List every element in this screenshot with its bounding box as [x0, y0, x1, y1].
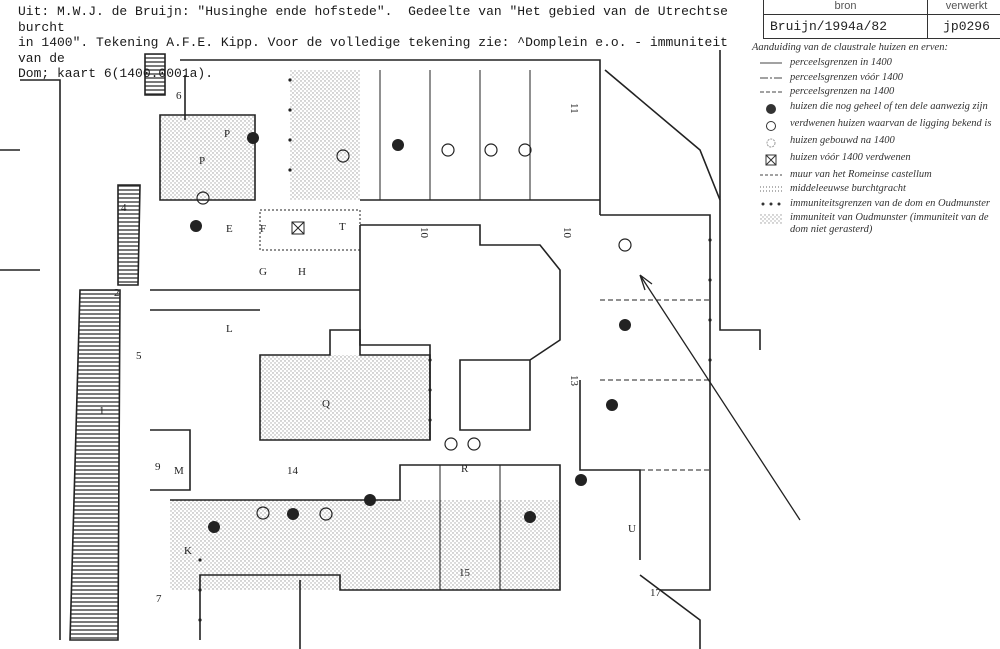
vanished-house [484, 143, 498, 157]
legend-label: immuniteitsgrenzen van de dom en Oudmuns… [790, 197, 990, 209]
map-label: R [461, 463, 469, 475]
dotted-line-icon [752, 183, 790, 193]
existing-house [524, 511, 536, 523]
caption-line: Uit: M.W.J. de Bruijn: "Husinghe ende ho… [18, 4, 736, 35]
crossed-square-icon [752, 152, 790, 166]
map-label: 6 [176, 90, 182, 102]
legend-item: huizen vóór 1400 verdwenen [752, 152, 1000, 166]
existing-house [364, 494, 376, 506]
map-legend: Aanduiding van de claustrale huizen en e… [752, 42, 1000, 238]
flower-icon [752, 135, 790, 149]
oudmunster-immunity [290, 70, 360, 200]
pointer-arrow [639, 274, 801, 521]
map-label: P [199, 155, 205, 167]
open-circle-icon [752, 118, 790, 132]
map-label: G [259, 266, 267, 278]
vanished-house [336, 149, 350, 163]
legend-label: middeleeuwse burchtgracht [790, 183, 906, 194]
map-caption: Uit: M.W.J. de Bruijn: "Husinghe ende ho… [18, 4, 758, 82]
vanished-house [467, 437, 481, 451]
vanished-house [618, 238, 632, 252]
source-table: bron verwerkt Bruijn/1994a/82 jp0296 [763, 0, 1000, 39]
existing-house [606, 399, 618, 411]
source-header: bron [764, 0, 928, 14]
vanished-house [518, 143, 532, 157]
map-label: K [184, 545, 192, 557]
crossed-square-house [291, 221, 305, 235]
map-label: 2 [114, 287, 120, 299]
legend-label: perceelsgrenzen na 1400 [790, 86, 895, 97]
existing-house [208, 521, 220, 533]
vanished-house [444, 437, 458, 451]
map-label: 7 [156, 593, 162, 605]
map-label: L [226, 323, 233, 335]
map-label: 17 [650, 587, 662, 599]
map-label: 10 [561, 227, 573, 239]
map-label: F [260, 223, 266, 235]
caption-line: in 1400". Tekening A.F.E. Kipp. Voor de … [18, 35, 736, 66]
existing-house [190, 220, 202, 232]
map-label: P [224, 128, 230, 140]
map-label: 15 [459, 567, 471, 579]
legend-label: perceelsgrenzen vóór 1400 [790, 71, 903, 83]
legend-item: immuniteitsgrenzen van de dom en Oudmuns… [752, 198, 1000, 210]
houses [190, 132, 632, 533]
existing-house [392, 139, 404, 151]
legend-item: huizen gebouwd na 1400 [752, 135, 1000, 149]
hatched-area-icon [752, 212, 790, 224]
processed-value: jp0296 [943, 19, 990, 34]
legend-label: huizen vóór 1400 verdwenen [790, 151, 911, 163]
vanished-house [441, 143, 455, 157]
map-label: 9 [155, 461, 161, 473]
map-label: 14 [287, 465, 299, 477]
legend-label: verdwenen huizen waarvan de ligging beke… [790, 117, 992, 129]
legend-item: verdwenen huizen waarvan de ligging beke… [752, 118, 1000, 132]
processed-header: verwerkt [945, 0, 988, 12]
legend-label: perceelsgrenzen in 1400 [790, 57, 892, 68]
map-label: S [526, 513, 532, 525]
legend-item: perceelsgrenzen vóór 1400 [752, 72, 1000, 84]
map-label: 1 [99, 405, 105, 417]
vanished-house [196, 191, 210, 205]
legend-item: perceelsgrenzen in 1400 [752, 57, 1000, 69]
legend-item: perceelsgrenzen na 1400 [752, 86, 1000, 98]
existing-house [575, 474, 587, 486]
immunity-dots [198, 78, 712, 622]
source-value: Bruijn/1994a/82 [764, 15, 928, 38]
legend-item: immuniteit van Oudmunster (immuniteit va… [752, 212, 1000, 235]
map-label: 4 [121, 202, 127, 214]
dash-dot-line-icon [752, 72, 790, 82]
legend-item: middeleeuwse burchtgracht [752, 183, 1000, 195]
map-label: E [226, 223, 233, 235]
legend-title: Aanduiding van de claustrale huizen en e… [752, 42, 948, 53]
legend-label: huizen gebouwd na 1400 [790, 134, 895, 146]
legend-label: muur van het Romeinse castellum [790, 168, 932, 180]
caption-line: Dom; kaart 6(1400.0001a). [18, 66, 214, 81]
existing-house [247, 132, 259, 144]
castellum-wall-icon [752, 169, 790, 179]
map-label: U [628, 523, 636, 535]
map-label: T [339, 221, 346, 233]
dashed-line-icon [752, 86, 790, 96]
existing-house [287, 508, 299, 520]
map-labels: 10 10 11 13 14 15 17 P P E F T G H L M Q… [99, 90, 662, 605]
vanished-house [256, 506, 270, 520]
vanished-house [319, 507, 333, 521]
solid-line-icon [752, 57, 790, 67]
canal [69, 289, 121, 641]
map-label: 13 [568, 375, 580, 387]
map-label: M [174, 465, 184, 477]
map-label: Q [322, 398, 330, 410]
filled-circle-icon [752, 101, 790, 115]
dots-icon [752, 198, 790, 208]
legend-item: muur van het Romeinse castellum [752, 169, 1000, 181]
map-label: 5 [136, 350, 142, 362]
map-label: 11 [568, 103, 580, 114]
existing-house [619, 319, 631, 331]
legend-item: huizen die nog geheel of ten dele aanwez… [752, 101, 1000, 115]
map-label: H [298, 266, 306, 278]
legend-label: huizen die nog geheel of ten dele aanwez… [790, 100, 988, 112]
legend-label: immuniteit van Oudmunster (immuniteit va… [790, 212, 989, 235]
map-label: 10 [418, 227, 430, 239]
